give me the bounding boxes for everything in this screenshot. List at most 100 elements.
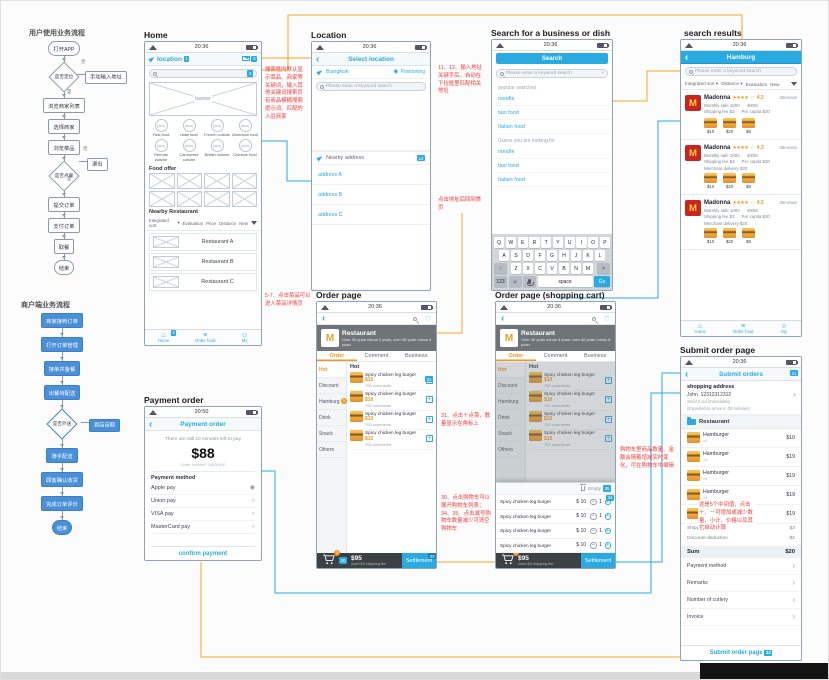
minus-button[interactable]: − [590,513,597,520]
add-to-cart-button[interactable]: + [426,396,433,404]
key[interactable]: T [541,237,552,248]
filter-evaluation[interactable]: Evaluation [745,81,768,87]
result-card[interactable]: M Madonna ★★★★ ☆ 4.3 38minute Monthly sa… [681,140,801,195]
key[interactable]: F [534,250,546,261]
search-suggestion[interactable]: Italian food [492,173,612,187]
filter-option[interactable]: Price [206,220,217,226]
tab-order-food[interactable]: ≡ Order food [195,332,216,344]
address-search-input[interactable]: Please enter a keyword search [316,82,426,91]
category-item[interactable]: (icon) Cantonese cuisine [175,139,203,162]
restaurant-row[interactable]: Restaurant A [149,233,257,252]
back-icon[interactable]: ‹ [685,52,689,63]
shift-key[interactable]: ↑ [494,263,507,274]
tab-order-food[interactable]: ≡ Order food [733,323,754,335]
product-thumb[interactable]: $8 [742,173,755,189]
radio-icon[interactable]: ○ [251,498,255,504]
category-sidebar-item[interactable]: Snack [317,426,346,442]
key[interactable]: G [546,250,558,261]
order-tab[interactable]: Comment [364,353,389,359]
category-item[interactable]: (icon) British cuisine [203,139,231,162]
favorite-icon[interactable]: ♡ [424,315,431,323]
key[interactable]: R [529,237,540,248]
key[interactable]: B [558,263,570,274]
category-item[interactable]: (icon) American food [231,119,259,137]
settlement-button[interactable]: Settlement [581,553,615,568]
result-card[interactable]: M Madonna ★★★★ ☆ 4.3 35minute Monthly sa… [681,90,801,140]
back-icon[interactable]: ‹ [685,369,689,380]
offer-placeholder[interactable] [231,173,257,190]
menu-item[interactable]: Spicy chicken leg burger $10 700 comment… [350,410,433,431]
key[interactable]: U [564,237,575,248]
add-to-cart-button[interactable]: + [426,434,433,442]
category-item[interactable]: (icon) Fast food [147,119,175,137]
order-option-row[interactable]: Invoice › [681,609,801,626]
offer-placeholder[interactable] [176,191,202,208]
add-to-cart-button[interactable]: + [426,415,433,423]
category-sidebar-item[interactable]: Drink [317,410,346,426]
category-item[interactable]: (icon) French cuisine [203,119,231,137]
back-icon[interactable]: ‹ [316,54,320,65]
minus-button[interactable]: − [590,498,597,505]
category-sidebar-item[interactable]: Others [317,442,346,458]
key[interactable]: J [570,250,582,261]
shipping-address-block[interactable]: shopping address John 12312312312 Send i… [681,381,801,416]
filter-option[interactable]: Evaluation [182,220,204,226]
key[interactable]: D [522,250,534,261]
minus-button[interactable]: − [590,527,597,534]
search-suggestion[interactable]: noodle [492,92,612,106]
key[interactable]: S [510,250,522,261]
key[interactable]: V [546,263,558,274]
category-item[interactable]: (icon) German cuisine [147,139,175,162]
confirm-payment-button[interactable]: confirm payment [151,546,255,560]
plus-button[interactable]: + [604,513,611,520]
offer-placeholder[interactable] [204,191,230,208]
menu-item[interactable]: Spicy chicken leg burger $10 700 comment… [350,391,433,411]
submit-order-button[interactable]: Submit order page 22 [681,644,801,660]
back-icon[interactable]: ‹ [501,312,505,324]
product-thumb[interactable]: $10 [704,228,717,244]
key[interactable]: X [522,263,534,274]
results-search-input[interactable]: Please enter a keyword search [685,67,797,76]
add-to-cart-button[interactable]: + [605,376,612,384]
search-suggestion[interactable]: taxi food [492,106,612,120]
mic-key[interactable] [523,276,536,287]
payment-method-row[interactable]: Union pay ○ [151,495,255,508]
key[interactable]: P [599,237,610,248]
offer-placeholder[interactable] [149,191,175,208]
filter-option[interactable]: New [239,220,248,226]
search-suggestion[interactable]: noodle [492,145,612,159]
key[interactable]: A [498,250,510,261]
order-tab[interactable]: Comment [543,353,568,359]
order-option-row[interactable]: Remarks › [681,575,801,592]
settlement-button[interactable]: Settlement 33 [402,553,436,568]
menu-item[interactable]: Spicy chicken leg burger $10 700 comment… [529,372,612,392]
search-suggestion[interactable]: taxi food [492,159,612,173]
space-key[interactable]: space [537,276,593,287]
menu-item[interactable]: Spicy chicken leg burger $10 700 comment… [350,372,433,392]
payment-method-row[interactable]: Apple pay ◉ [151,481,255,495]
plus-button[interactable]: + [604,542,611,549]
radio-icon[interactable]: ○ [251,524,255,530]
offer-placeholder[interactable] [176,173,202,190]
product-thumb[interactable]: $8 [742,228,755,244]
address-item[interactable]: address B [312,185,430,206]
menu-item[interactable]: Spicy chicken leg burger $10 700 comment… [350,430,433,450]
search-icon[interactable] [412,316,417,321]
cart-button[interactable]: 1 [322,550,340,567]
address-item[interactable]: address A [312,165,430,186]
tab-home[interactable]: ⌂ Home 4 [158,329,177,344]
funnel-icon[interactable] [791,82,797,86]
key[interactable]: L [594,250,606,261]
filter-sort[interactable]: Integrated sort [149,218,169,229]
city-row[interactable]: Bangkok ◉ Positioning [312,66,430,79]
filter-distance[interactable]: Distance ▾ [721,81,743,86]
funnel-icon[interactable] [251,221,257,226]
back-icon[interactable]: ‹ [322,312,326,324]
product-thumb[interactable]: $10 [704,173,717,189]
key[interactable]: Q [494,237,505,248]
key[interactable]: K [582,250,594,261]
address-item[interactable]: address C [312,205,430,226]
order-tab[interactable]: Business [584,353,607,359]
key[interactable]: H [558,250,570,261]
filter-new[interactable]: New [770,81,780,87]
